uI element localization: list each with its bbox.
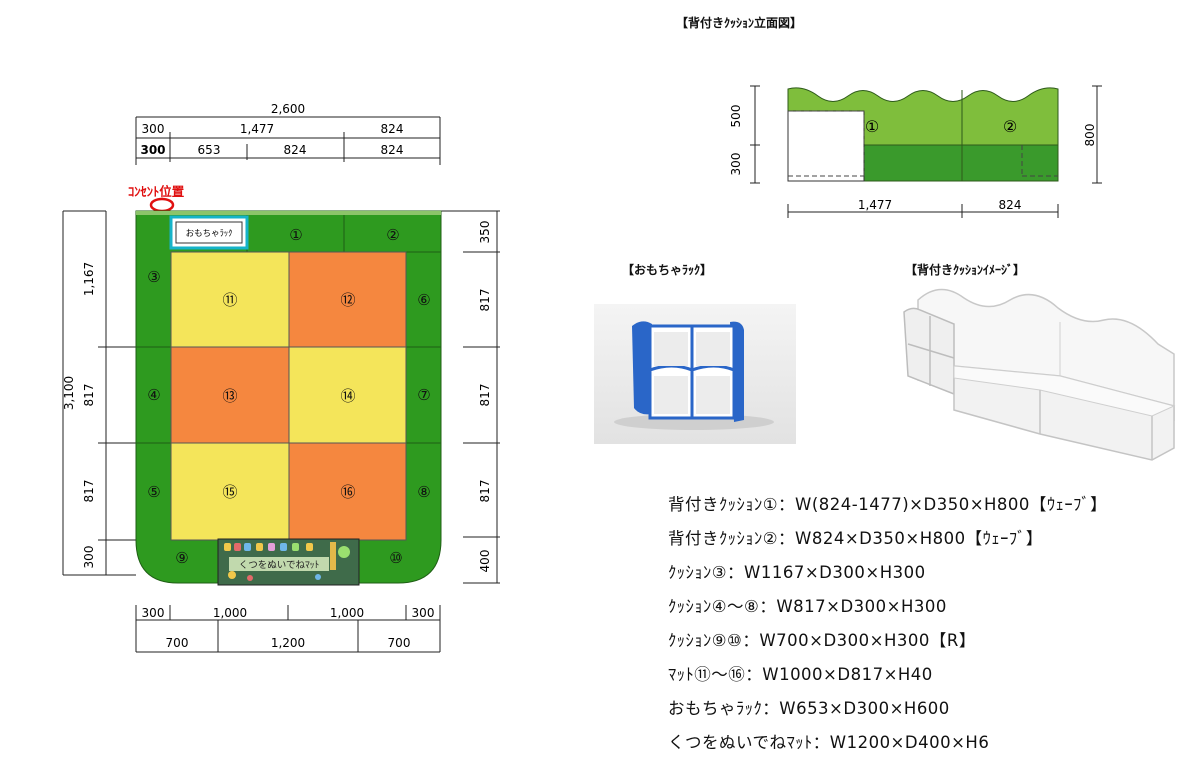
bottom-dim-row2-a: 700 xyxy=(166,636,189,650)
floor-plan: 2,600 300 1,477 824 300 653 824 824 ｺﾝｾﾝ… xyxy=(62,102,500,653)
mat-13 xyxy=(170,346,290,444)
left-dim-4: 300 xyxy=(82,546,96,569)
cushion-image-title: 【背付きｸｯｼｮﾝｲﾒｰｼﾞ】 xyxy=(905,263,1026,277)
top-dim-row2-d: 824 xyxy=(381,143,404,157)
spec-item: 背付きｸｯｼｮﾝ②：W824×D350×H800【ｳｪｰﾌﾞ】 xyxy=(668,529,1043,548)
elevation-dim-800: 800 xyxy=(1083,124,1097,147)
mat-label-16: ⑯ xyxy=(340,483,355,501)
bottom-dimensions xyxy=(135,605,441,653)
elevation-dim-300: 300 xyxy=(729,153,743,176)
bottom-dim-row1-b: 1,000 xyxy=(213,606,247,620)
mat-16 xyxy=(288,442,407,541)
elevation-dim-500: 500 xyxy=(729,105,743,128)
outlet-label: ｺﾝｾﾝﾄ位置 xyxy=(128,184,185,199)
top-dim-row2-c: 824 xyxy=(284,143,307,157)
cushion-6: ⑥ xyxy=(417,291,430,309)
cushion-1: ① xyxy=(289,226,302,244)
elevation-dashes xyxy=(788,110,1058,177)
top-dim-total: 2,600 xyxy=(271,102,305,116)
right-dimensions xyxy=(441,210,500,584)
right-dim-1: 350 xyxy=(478,221,492,244)
mat-grid xyxy=(170,251,407,541)
cushion-9: ⑨ xyxy=(175,549,188,567)
spec-item: 背付きｸｯｼｮﾝ①：W(824-1477)×D350×H800【ｳｪｰﾌﾞ】 xyxy=(668,495,1108,514)
mat-label-13: ⑬ xyxy=(222,387,237,405)
mat-label-15: ⑮ xyxy=(222,483,237,501)
left-dim-total: 3,100 xyxy=(62,376,76,410)
spec-item: ｸｯｼｮﾝ④～⑧：W817×D300×H300 xyxy=(668,597,947,616)
mat-label-11: ⑪ xyxy=(222,291,237,309)
top-dim-row2-b: 653 xyxy=(198,143,221,157)
top-dimensions xyxy=(135,116,441,165)
toy-rack-image xyxy=(594,304,796,444)
toy-rack-plan-label: おもちゃﾗｯｸ xyxy=(186,229,233,239)
cushion-10: ⑩ xyxy=(389,549,402,567)
cushion-8: ⑧ xyxy=(417,483,430,501)
right-dim-2: 817 xyxy=(478,289,492,312)
toy-rack-illustration xyxy=(614,321,774,430)
top-dim-row1-b: 1,477 xyxy=(240,122,274,136)
spec-item: ｸｯｼｮﾝ③：W1167×D300×H300 xyxy=(668,563,926,582)
bottom-dim-row1-d: 300 xyxy=(412,606,435,620)
rack-title: 【おもちゃﾗｯｸ】 xyxy=(622,263,713,277)
spec-item: くつをぬいでねﾏｯﾄ：W1200×D400×H6 xyxy=(668,733,990,752)
cushion-3: ③ xyxy=(147,268,160,286)
mat-label-12: ⑫ xyxy=(340,291,355,309)
right-dim-5: 400 xyxy=(478,550,492,573)
left-dimensions xyxy=(62,210,136,576)
cushion-4: ④ xyxy=(147,386,160,404)
elevation-label-2: ② xyxy=(1003,117,1017,136)
top-dim-row1-a: 300 xyxy=(142,122,165,136)
mat-12 xyxy=(288,251,407,348)
spec-item: ﾏｯﾄ⑪～⑯：W1000×D817×H40 xyxy=(668,665,933,684)
elevation-rack xyxy=(787,110,865,182)
mat-14 xyxy=(288,346,407,444)
bottom-dim-row2-c: 700 xyxy=(388,636,411,650)
left-dim-3: 817 xyxy=(82,480,96,503)
elevation-dim-824: 824 xyxy=(999,198,1022,212)
shoe-mat-decoration xyxy=(224,542,350,581)
mat-label-14: ⑭ xyxy=(340,387,355,405)
toy-rack-plan-inner xyxy=(175,221,243,244)
cushion-image xyxy=(890,280,1180,470)
spec-item: ｸｯｼｮﾝ⑨⑩：W700×D300×H300【R】 xyxy=(668,631,976,650)
right-dim-3: 817 xyxy=(478,384,492,407)
bottom-dim-row1-a: 300 xyxy=(142,606,165,620)
mat-11 xyxy=(170,251,290,348)
cushion-top-strip xyxy=(136,211,441,215)
mat-15 xyxy=(170,442,290,541)
shoe-mat-label-bg xyxy=(229,557,329,571)
cushion-2: ② xyxy=(386,226,399,244)
elevation-seat xyxy=(863,144,1059,182)
left-dim-1: 1,167 xyxy=(82,262,96,296)
cushion-5: ⑤ xyxy=(147,483,160,501)
shoe-mat-label: くつをぬいでねﾏｯﾄ xyxy=(239,560,320,571)
cushion-7: ⑦ xyxy=(417,386,430,404)
top-dim-row1-c: 824 xyxy=(381,122,404,136)
elevation-title: 【背付きｸｯｼｮﾝ立面図】 xyxy=(676,16,803,30)
outlet-marker xyxy=(149,197,175,213)
left-dim-2: 817 xyxy=(82,384,96,407)
elevation-label-1: ① xyxy=(865,117,879,136)
right-dim-4: 817 xyxy=(478,480,492,503)
cushion-illustration xyxy=(903,288,1176,461)
elevation-dim-1477: 1,477 xyxy=(858,198,892,212)
spec-item: おもちゃﾗｯｸ：W653×D300×H600 xyxy=(668,699,950,718)
spec-list: 背付きｸｯｼｮﾝ①：W(824-1477)×D350×H800【ｳｪｰﾌﾞ】 背… xyxy=(668,488,1107,760)
bottom-dim-row1-c: 1,000 xyxy=(330,606,364,620)
top-dim-row2-a: 300 xyxy=(140,143,165,157)
bottom-dim-row2-b: 1,200 xyxy=(271,636,305,650)
elevation-drawing: ① ② 500 300 800 1,477 824 xyxy=(729,85,1102,218)
